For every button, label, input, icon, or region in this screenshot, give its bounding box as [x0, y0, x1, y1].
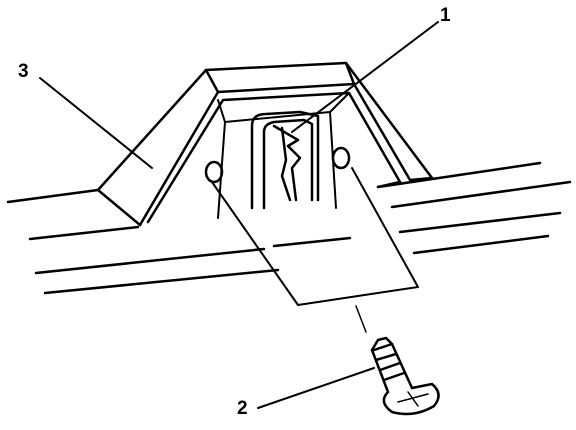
latch-clip-part-1	[250, 110, 320, 210]
leader-line-2	[257, 367, 375, 409]
callout-1: 1	[440, 5, 451, 26]
leader-line-1	[291, 21, 439, 133]
leader-line-3	[39, 77, 153, 169]
callout-2: 2	[237, 398, 248, 419]
retaining-plate	[204, 146, 419, 306]
callout-3: 3	[18, 61, 29, 82]
screw-part-2	[355, 305, 440, 416]
leader-lines	[39, 21, 439, 409]
housing-part-3	[96, 61, 434, 227]
trim-panel	[6, 161, 572, 295]
